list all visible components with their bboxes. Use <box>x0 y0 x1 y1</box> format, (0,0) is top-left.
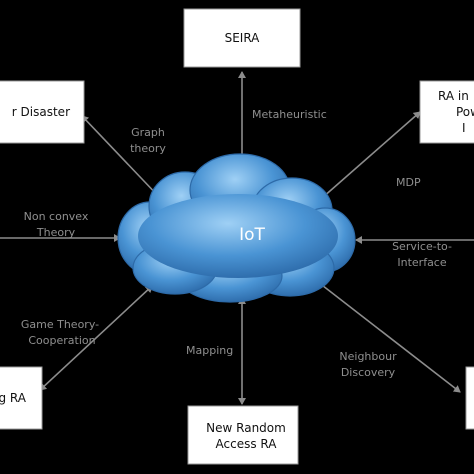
svg-text:Service-to-: Service-to- <box>392 240 452 253</box>
iot-cloud: IoT <box>117 153 356 303</box>
node-seira-line-1: SEIRA <box>225 31 261 45</box>
node-disaster: r Disaster <box>0 80 85 144</box>
edge-label-graph-theory-1: Graph <box>131 126 165 139</box>
svg-text:Graph: Graph <box>131 126 165 139</box>
svg-text:I: I <box>462 121 466 135</box>
svg-text:Mapping: Mapping <box>186 344 233 357</box>
svg-text:Access RA: Access RA <box>216 437 278 451</box>
edge-label-game-theory-1: Game Theory- <box>21 318 99 331</box>
edge-label-neighbour-2: Discovery <box>341 366 396 379</box>
svg-text:Cooperation: Cooperation <box>28 334 95 347</box>
svg-text:r Disaster: r Disaster <box>12 105 70 119</box>
node-new-random: New Random Access RA <box>187 405 299 465</box>
node-ra-power-line-1: RA in <box>438 89 469 103</box>
node-ra-left-line-1: g RA <box>0 391 27 405</box>
svg-text:MDP: MDP <box>396 176 421 189</box>
svg-text:theory: theory <box>130 142 166 155</box>
svg-text:RA in: RA in <box>438 89 469 103</box>
node-ra-power-line-3: I <box>462 121 466 135</box>
svg-text:Pow: Pow <box>456 105 474 119</box>
node-disaster-line-1: r Disaster <box>12 105 70 119</box>
svg-text:New Random: New Random <box>206 421 286 435</box>
edge-label-graph-theory-2: theory <box>130 142 166 155</box>
edge-label-neighbour-1: Neighbour <box>339 350 397 363</box>
node-seira: SEIRA <box>183 8 301 68</box>
node-ra-power-line-2: Pow <box>456 105 474 119</box>
arrow-ra-power <box>321 111 421 199</box>
svg-text:Neighbour: Neighbour <box>339 350 397 363</box>
svg-text:Game Theory-: Game Theory- <box>21 318 99 331</box>
arrow-ra-left <box>39 285 153 391</box>
svg-text:Interface: Interface <box>397 256 446 269</box>
arrow-disaster <box>81 115 163 201</box>
svg-text:Theory: Theory <box>36 226 76 239</box>
svg-text:Non convex: Non convex <box>24 210 89 223</box>
edge-label-non-convex-1: Non convex <box>24 210 89 223</box>
edge-label-metaheuristic: Metaheuristic <box>252 108 327 121</box>
svg-text:g RA: g RA <box>0 391 27 405</box>
arrow-neighbour <box>317 281 461 393</box>
node-new-random-line-2: Access RA <box>216 437 278 451</box>
edge-label-mdp: MDP <box>396 176 421 189</box>
node-ra-left: g RA <box>0 366 43 430</box>
node-new-random-line-1: New Random <box>206 421 286 435</box>
cloud-label: IoT <box>239 225 265 245</box>
svg-text:Metaheuristic: Metaheuristic <box>252 108 327 121</box>
svg-text:SEIRA: SEIRA <box>225 31 261 45</box>
edge-label-non-convex-2: Theory <box>36 226 76 239</box>
node-ra-power: RA in Pow I <box>419 80 474 144</box>
node-ra-right <box>465 366 474 430</box>
edge-label-service-2: Interface <box>397 256 446 269</box>
edge-label-mapping: Mapping <box>186 344 233 357</box>
edge-label-game-theory-2: Cooperation <box>28 334 95 347</box>
svg-text:Discovery: Discovery <box>341 366 396 379</box>
edge-label-service-1: Service-to- <box>392 240 452 253</box>
